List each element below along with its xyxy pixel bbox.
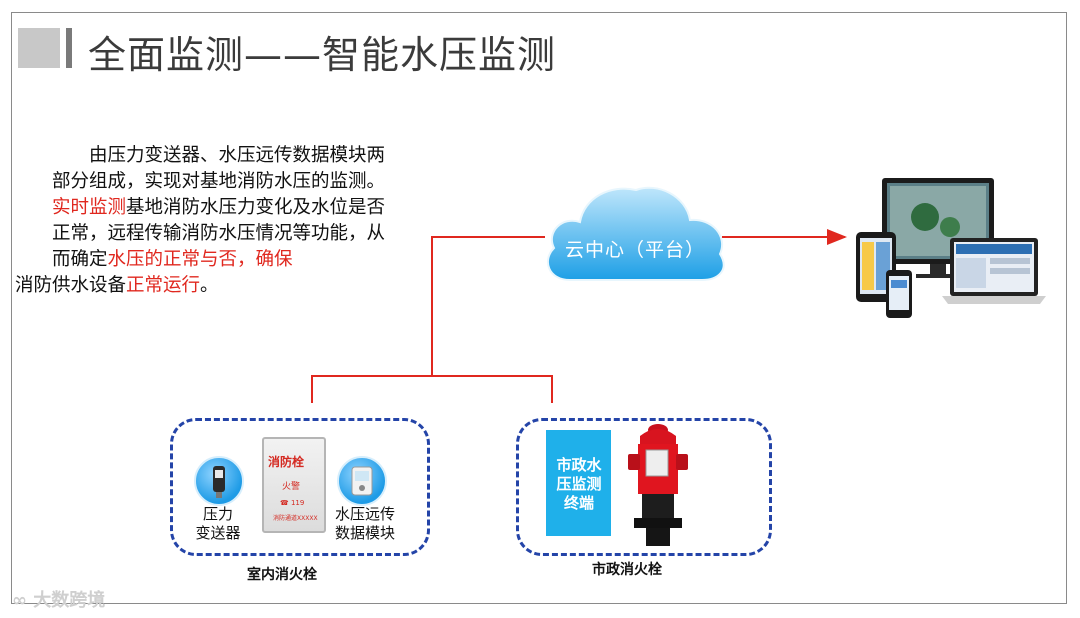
cabinet-title: 消防栓 <box>268 455 305 469</box>
cloud-icon <box>546 186 725 281</box>
desc-seg4-highlight: 水压的正常与否，确保 <box>107 249 293 270</box>
pressure-transmitter-icon <box>194 456 244 506</box>
branch-line <box>311 375 553 403</box>
cabinet-number: ☎ 119 <box>280 499 305 507</box>
desc-seg1: 由压力变送器、水压远传数据模块两部分组成，实现对基地消防水压的监测。 <box>52 145 386 192</box>
city-group-label: 市政消火栓 <box>592 562 662 578</box>
desc-seg6-highlight: 正常运行 <box>126 275 201 296</box>
transmitter-label-line1: 压力 <box>202 505 233 523</box>
cloud-left-line <box>431 236 545 376</box>
watermark: ∞ 大数跨境 <box>12 590 106 611</box>
hydrant-cabinet-icon: 消防栓 火警 ☎ 119 消防通道XXXXX <box>262 437 326 533</box>
cabinet-sub: 火警 <box>282 482 301 492</box>
description-text: 由压力变送器、水压远传数据模块两部分组成，实现对基地消防水压的监测。实时监测基地… <box>15 143 392 299</box>
cabinet-number-value: 119 <box>290 499 305 507</box>
data-module-icon <box>337 456 387 506</box>
devices-icon <box>850 172 1050 322</box>
desc-seg3: 基地消防水压力变化及水位是否正常，远程传输消防水压情况等功能，从而确定 <box>52 197 386 270</box>
desc-seg5: 消防供水设备 <box>15 275 127 296</box>
desc-seg7: 。 <box>200 275 219 296</box>
transmitter-label: 压力 变送器 <box>190 505 246 543</box>
indoor-group-label: 室内消火栓 <box>247 567 317 583</box>
city-terminal-label: 市政水压监测终端 <box>556 456 602 512</box>
cloud-platform: 云中心（平台） <box>540 180 730 290</box>
cabinet-footer: 消防通道XXXXX <box>273 515 318 522</box>
city-hydrant-group <box>516 418 772 556</box>
module-label-line2: 数据模块 <box>334 524 395 542</box>
indoor-hydrant-group <box>170 418 430 556</box>
cloud-label: 云中心（平台） <box>564 239 705 261</box>
module-label: 水压远传 数据模块 <box>330 505 400 543</box>
desc-seg2-highlight: 实时监测 <box>52 197 127 218</box>
transmitter-label-line2: 变送器 <box>195 524 241 542</box>
watermark-text: 大数跨境 <box>33 590 106 611</box>
title-accent-line <box>66 28 72 68</box>
title-accent-block <box>18 28 60 68</box>
module-label-line1: 水压远传 <box>334 505 395 523</box>
slide-title: 全面监测——智能水压监测 <box>88 33 557 77</box>
city-terminal-label-box: 市政水压监测终端 <box>546 430 611 536</box>
fire-hydrant-icon <box>611 424 688 546</box>
